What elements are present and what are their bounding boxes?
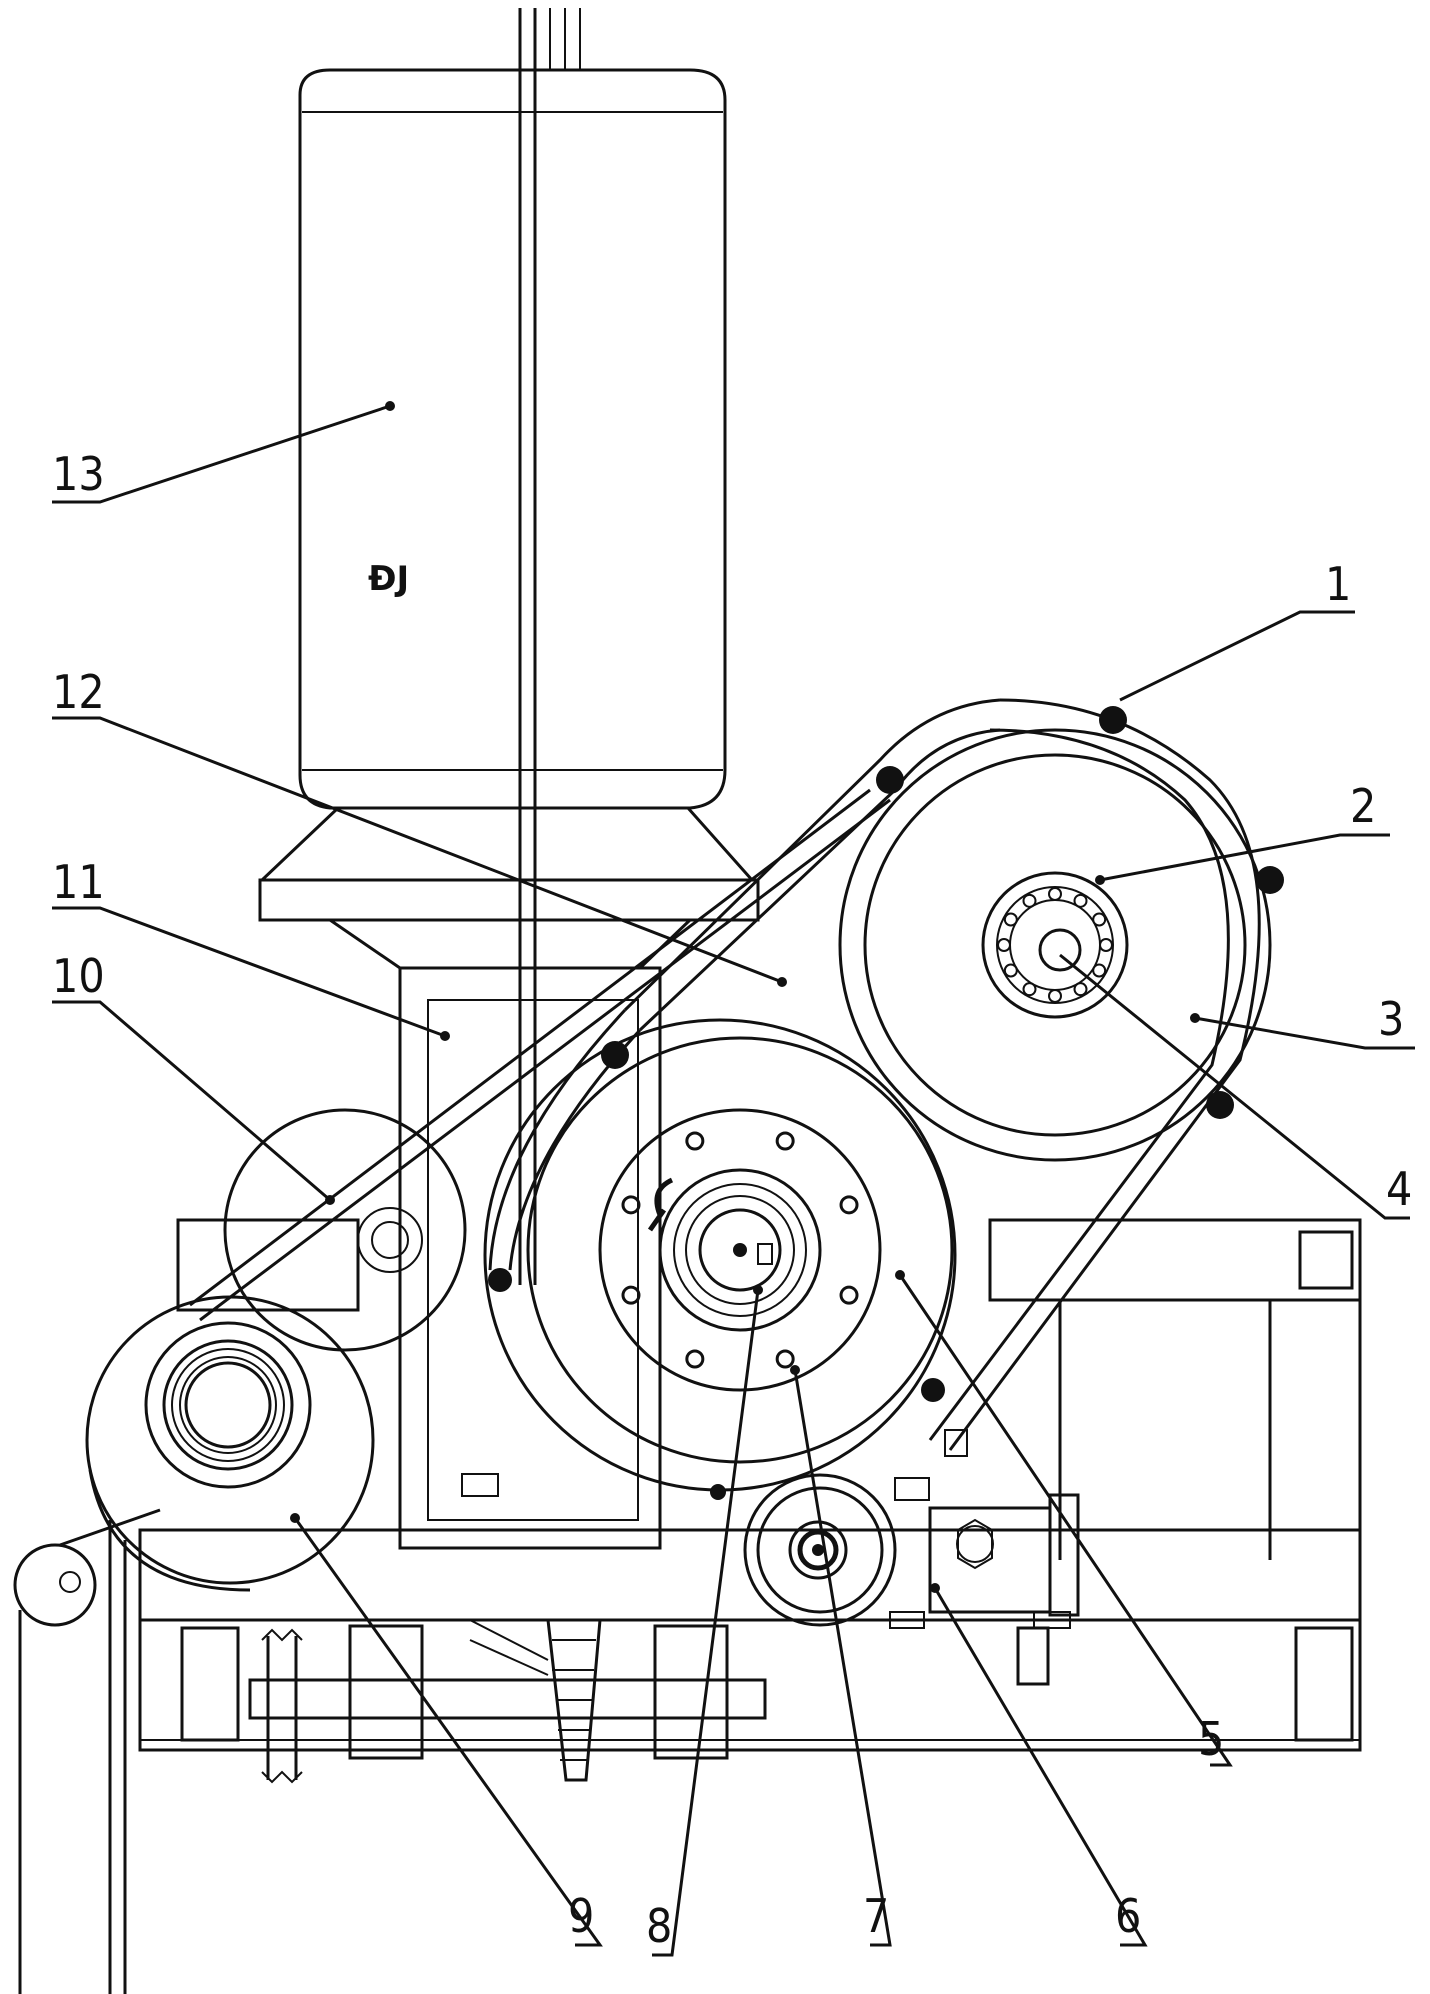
- hub-bolt: [621, 1285, 641, 1305]
- drive-chain: [189, 698, 1284, 1500]
- lower-shaft-assembly: [248, 1618, 767, 1784]
- label-9: 9: [568, 1889, 594, 1943]
- idler-pulley-10: [223, 1108, 467, 1352]
- label-4: 4: [1386, 1162, 1412, 1216]
- hub-bolt: [685, 1349, 705, 1369]
- label-10: 10: [52, 949, 105, 1003]
- label-6: 6: [1115, 1889, 1141, 1943]
- motor: ÐJ: [258, 68, 760, 970]
- hub-bolt: [685, 1131, 705, 1151]
- bearing-ball: [1003, 912, 1018, 927]
- label-1: 1: [1325, 557, 1351, 611]
- label-11: 11: [52, 855, 105, 909]
- bearing-ball: [1003, 963, 1018, 978]
- hub-bolt: [839, 1195, 859, 1215]
- hub-bolt: [775, 1131, 795, 1151]
- bearing-ball: [1048, 887, 1062, 901]
- hub-bolt: [775, 1349, 795, 1369]
- bearing-ball: [997, 938, 1011, 952]
- pulley-9: [85, 1295, 375, 1592]
- small-pulley-7: [743, 1473, 897, 1627]
- vertical-shaft: [518, 8, 581, 1285]
- hub-bolt: [839, 1285, 859, 1305]
- upper-pulley-3: [838, 728, 1272, 1162]
- bearing-ball: [1048, 989, 1062, 1003]
- motor-mark: ÐJ: [368, 559, 409, 599]
- tensioner-arm: [13, 1508, 161, 1994]
- label-7: 7: [863, 1889, 889, 1943]
- part-labels: 13 12 11 10 1 2 3 4 5 6: [52, 401, 1415, 1957]
- hub-bolt: [621, 1195, 641, 1215]
- label-3: 3: [1378, 992, 1404, 1046]
- bearing-ball: [1022, 893, 1037, 908]
- bearing-ball: [1073, 982, 1088, 997]
- bearing-ball: [1092, 912, 1107, 927]
- label-13: 13: [52, 447, 105, 501]
- bearing-ball: [1022, 982, 1037, 997]
- bearing-ball: [1092, 963, 1107, 978]
- bearing-ball: [1073, 893, 1088, 908]
- frame: [138, 1218, 1362, 1752]
- main-pulley-5: [483, 1018, 957, 1492]
- label-8: 8: [646, 1899, 672, 1953]
- bearing-ball: [1099, 938, 1113, 952]
- label-5: 5: [1198, 1712, 1224, 1766]
- label-12: 12: [52, 665, 105, 719]
- label-2: 2: [1350, 779, 1376, 833]
